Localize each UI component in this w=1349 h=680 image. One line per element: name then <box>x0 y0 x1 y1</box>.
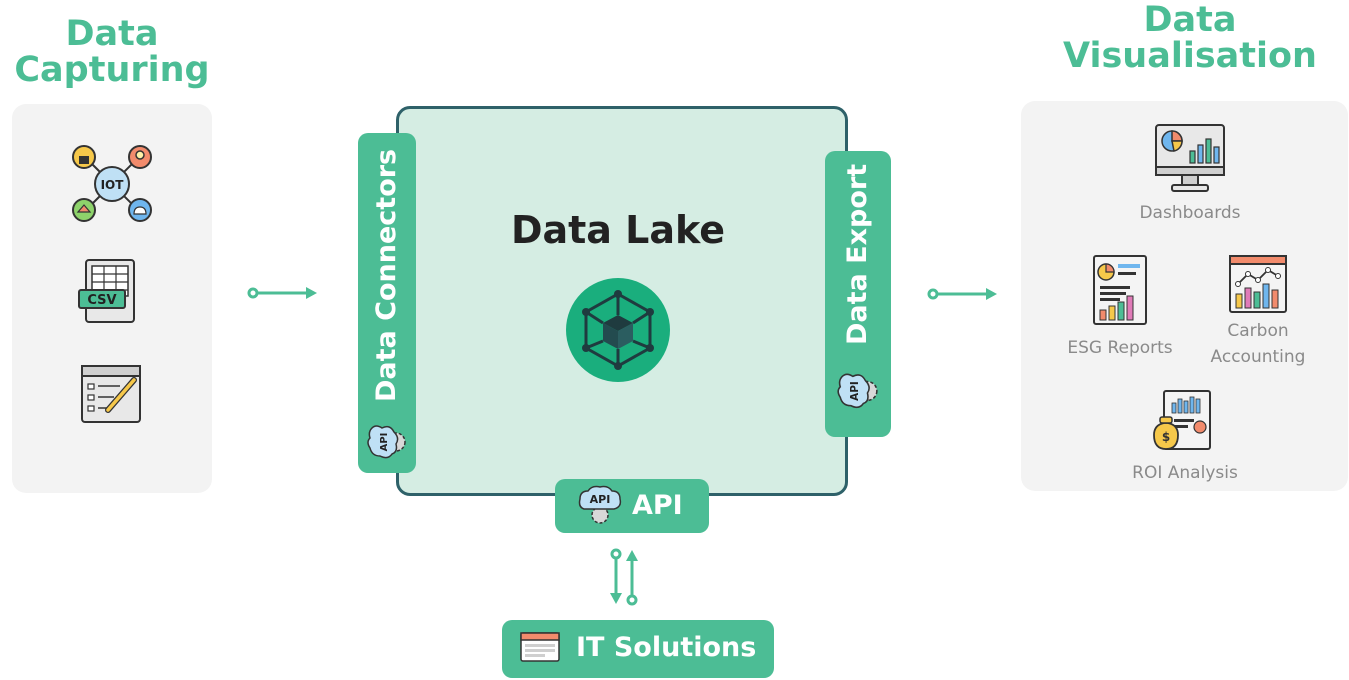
api-label: API <box>632 490 683 521</box>
api-badge-text: API <box>379 433 390 452</box>
visualisation-heading: Data Visualisation <box>1040 2 1340 74</box>
csv-file-icon: CSV <box>78 259 135 323</box>
roi-analysis-label: ROI Analysis <box>1132 463 1238 483</box>
api-cloud-icon: API <box>367 425 406 459</box>
esg-report-icon <box>1093 255 1147 325</box>
dashboard-monitor-icon <box>1155 124 1225 192</box>
visualisation-heading-line2: Visualisation <box>1063 36 1317 76</box>
carbon-accounting-label-line2: Accounting <box>1210 347 1306 367</box>
it-solutions-label: IT Solutions <box>576 632 757 663</box>
carbon-accounting-label: Carbon Accounting <box>1188 318 1328 370</box>
api-badge-text: API <box>849 381 861 401</box>
data-connectors-tab <box>358 133 416 473</box>
data-lake-title: Data Lake <box>510 208 726 252</box>
lake-to-visualisation-arrow <box>927 288 997 300</box>
capture-heading-line2: Capturing <box>14 50 210 90</box>
form-document-icon <box>81 365 141 423</box>
api-cloud-icon: API <box>578 485 622 524</box>
iot-text: IOT <box>101 178 125 192</box>
data-connectors-label: Data Connectors <box>371 148 402 402</box>
api-cloud-icon: API <box>837 373 878 409</box>
iot-icon: IOT <box>72 145 152 222</box>
carbon-accounting-chart-icon <box>1229 255 1287 313</box>
capture-heading: Data Capturing <box>12 16 212 88</box>
csv-text: CSV <box>87 293 116 308</box>
roi-analysis-icon: $ <box>1153 390 1211 450</box>
browser-window-icon <box>520 632 560 662</box>
capture-to-lake-arrow <box>247 287 317 299</box>
api-badge-text: API <box>590 493 611 506</box>
esg-reports-label: ESG Reports <box>1067 338 1173 358</box>
visualisation-heading-line1: Data <box>1143 0 1237 40</box>
data-lake-cube-icon <box>566 278 670 382</box>
data-export-label: Data Export <box>842 163 873 345</box>
carbon-accounting-label-line1: Carbon <box>1227 321 1289 341</box>
dashboards-label: Dashboards <box>1139 203 1241 223</box>
svg-text:$: $ <box>1162 430 1170 444</box>
capture-heading-line1: Data <box>65 14 159 54</box>
api-it-bidirectional-arrows <box>610 548 638 606</box>
